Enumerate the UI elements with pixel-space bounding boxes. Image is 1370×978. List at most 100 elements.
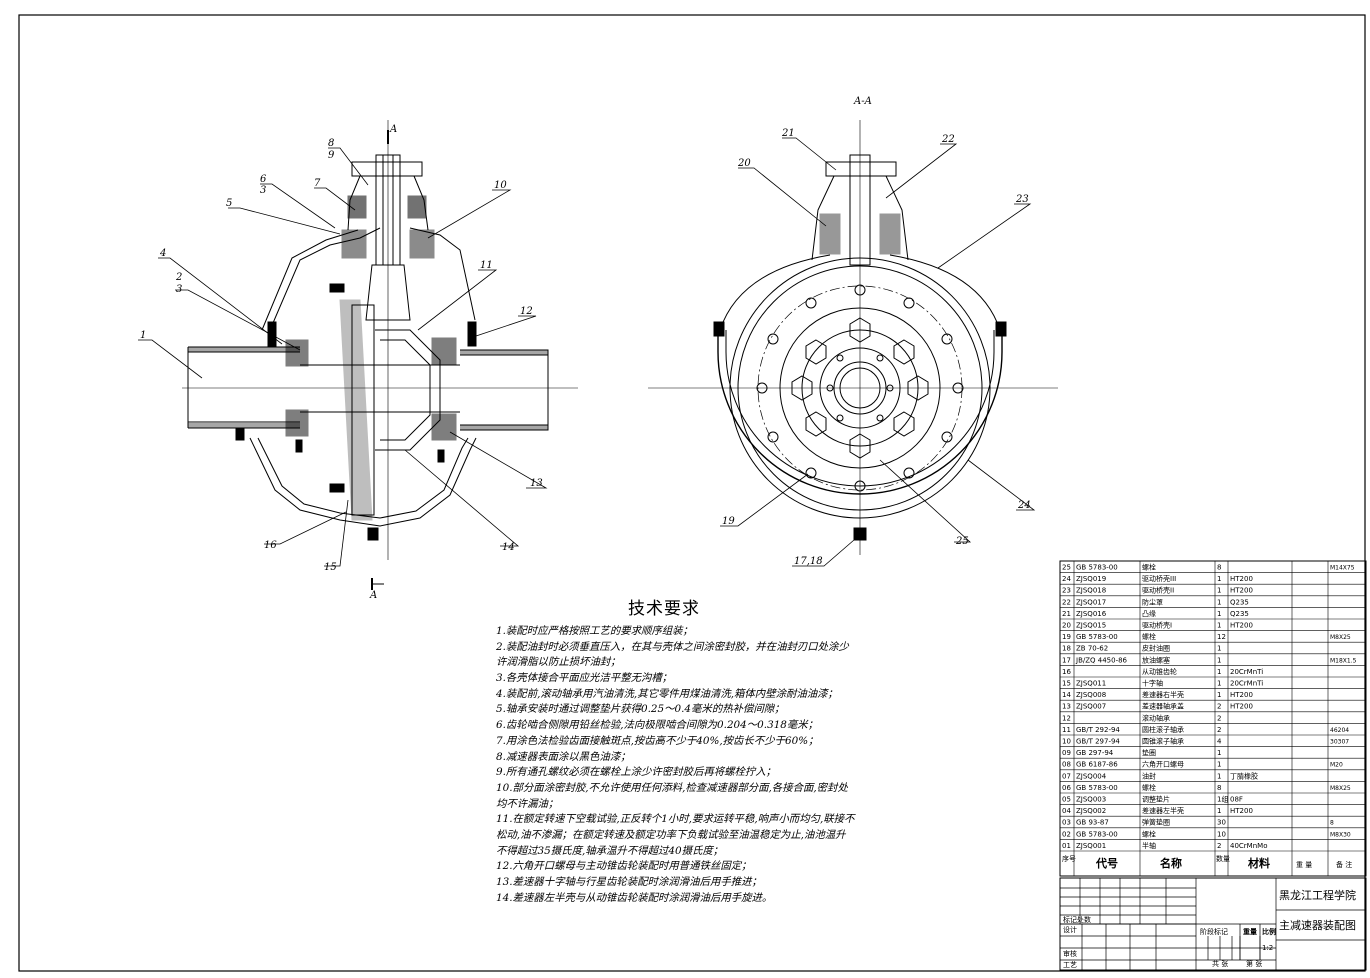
bom-code-cell: ZJSQ003 [1076, 796, 1106, 804]
bom-header-note: 备 注 [1336, 860, 1352, 869]
bom-qty-cell: 1 [1217, 656, 1221, 664]
bom-qty-cell: 1组 [1217, 795, 1228, 804]
bom-header-material: 材料 [1248, 856, 1270, 870]
title-block-text: 黑龙江工程学院 主减速器装配图 标记处数 设计 审核 工艺 阶段标记 重量 比例… [1063, 888, 1356, 969]
bom-header-code: 代号 [1095, 856, 1118, 870]
bom-no-cell: 22 [1062, 598, 1071, 606]
bom-name-cell: 螺栓 [1142, 829, 1156, 838]
bom-no-cell: 24 [1062, 575, 1071, 583]
callout-4: 4 [159, 248, 166, 259]
requirement-line: 5.轴承安装时通过调整垫片获得0.25～0.4毫米的热补偿间隙； [496, 703, 785, 716]
bom-code-cell: ZJSQ015 [1076, 622, 1106, 630]
section-label: A-A [853, 96, 872, 107]
bom-name-cell: 圆柱滚子轴承 [1142, 725, 1184, 734]
bom-qty-cell: 8 [1217, 784, 1221, 792]
bom-name-cell: 防尘罩 [1142, 597, 1163, 606]
bom-no-cell: 01 [1062, 842, 1071, 850]
bom-qty-cell: 1 [1217, 761, 1221, 769]
bom-no-cell: 23 [1062, 587, 1071, 595]
mark-label: 标记处数 [1063, 915, 1091, 924]
bom-qty-cell: 8 [1217, 564, 1221, 572]
bom-qty-cell: 30 [1217, 819, 1226, 827]
bom-no-cell: 08 [1062, 761, 1071, 769]
requirement-line: 14.差速器左半壳与从动锥齿轮装配时涂润滑油后用手旋进。 [496, 891, 773, 904]
bom-code-cell: ZJSQ019 [1076, 575, 1106, 583]
stage-mark-label: 阶段标记 [1200, 927, 1228, 936]
bom-qty-cell: 1 [1217, 610, 1221, 618]
bom-material-cell: 20CrMnTi [1230, 668, 1263, 676]
bom-code-cell: ZJSQ004 [1076, 772, 1107, 780]
bom-no-cell: 19 [1062, 633, 1071, 641]
bom-qty-cell: 1 [1217, 645, 1221, 653]
school-name: 黑龙江工程学院 [1279, 888, 1356, 902]
bom-name-cell: 差速器右半壳 [1142, 690, 1184, 699]
requirement-line: 不得超过35摄氏度,轴承温升不得超过40摄氏度； [496, 844, 724, 857]
bom-name-cell: 凸缘 [1142, 609, 1156, 618]
requirement-line: 7.用涂色法检验齿面接触斑点,按齿高不少于40%,按齿长不少于60%； [496, 734, 819, 747]
requirement-line: 12.六角开口螺母与主动锥齿轮装配时用普通铁丝固定； [496, 860, 752, 873]
bom-header-qty: 数量 [1216, 854, 1230, 863]
requirement-line: 6.齿轮啮合侧隙用铅丝检验,法向极限啮合间隙为0.204～0.318毫米； [496, 719, 819, 732]
left-section-view [182, 120, 578, 590]
callout-21: 21 [781, 128, 795, 139]
callout-7: 7 [314, 178, 321, 189]
bom-header-no: 序号 [1062, 854, 1076, 863]
callout-22: 22 [941, 134, 955, 145]
bom-material-cell: Q235 [1230, 598, 1249, 606]
bom-material-cell: 40CrMnMo [1230, 842, 1267, 850]
bom-name-cell: 调整垫片 [1142, 795, 1170, 804]
callout-1: 1 [140, 330, 146, 341]
bom-name-cell: 十字轴 [1142, 679, 1163, 688]
requirement-line: 9.所有通孔螺纹必须在螺栓上涂少许密封胶后再将螺栓拧入； [496, 766, 777, 779]
right-section-view [648, 120, 1058, 555]
bom-name-cell: 差速器左半壳 [1142, 806, 1184, 815]
bom-qty-cell: 1 [1217, 691, 1221, 699]
bom-material-cell: HT200 [1230, 703, 1253, 711]
callout-24: 24 [1017, 500, 1031, 511]
bom-code-cell: GB 6187-86 [1076, 761, 1118, 769]
bom-material-cell: HT200 [1230, 622, 1253, 630]
bom-no-cell: 12 [1062, 714, 1071, 722]
sheet-number: 第 张 [1246, 959, 1262, 968]
bom-qty-cell: 2 [1217, 703, 1221, 711]
bom-header-name: 名称 [1160, 856, 1182, 870]
design-label: 设计 [1063, 925, 1077, 934]
bom-material-cell: 08F [1230, 796, 1243, 804]
callout-12: 12 [520, 306, 533, 317]
bom-note-cell: 8 [1330, 820, 1334, 827]
bom-no-cell: 25 [1062, 564, 1071, 572]
callout-23: 23 [1015, 194, 1029, 205]
weight-label: 重量 [1243, 927, 1257, 936]
requirement-line: 8.减速器表面涂以黑色油漆； [496, 750, 631, 763]
callout-3a: 3 [260, 185, 266, 196]
scale-label: 比例 [1262, 927, 1276, 936]
bom-no-cell: 15 [1062, 680, 1071, 688]
requirement-line: 10.部分面涂密封胶,不允许使用任何添料,检查减速器部分面,各接合面,密封处 [496, 781, 848, 794]
bom-material-cell: HT200 [1230, 807, 1253, 815]
bom-name-cell: 驱动桥壳III [1142, 574, 1176, 583]
bom-qty-cell: 4 [1217, 738, 1222, 746]
callout-8: 8 [328, 138, 334, 149]
bom-name-cell: 六角开口螺母 [1142, 760, 1184, 769]
bom-note-cell: M18X1.5 [1330, 657, 1357, 664]
requirement-line: 2.装配油封时必须垂直压入，在其与壳体之间涂密封胶，并在油封刃口处涂少 [496, 640, 849, 653]
cut-letter-bottom: A [369, 590, 377, 601]
sheets-total: 共 张 [1212, 959, 1228, 968]
bom-qty-cell: 12 [1217, 633, 1226, 641]
bom-no-cell: 02 [1062, 830, 1071, 838]
bom-qty-cell: 10 [1217, 830, 1226, 838]
callout-11: 11 [480, 260, 493, 271]
bom-no-cell: 21 [1062, 610, 1071, 618]
callout-13: 13 [530, 478, 543, 489]
bom-no-cell: 07 [1062, 772, 1071, 780]
callout-15: 15 [324, 562, 337, 573]
left-view-callouts: 8 9 6 3 7 5 10 4 2 3 1 11 12 13 14 15 16… [140, 124, 543, 601]
bom-code-cell: ZJSQ017 [1076, 598, 1106, 606]
bom-code-cell: GB/T 297-94 [1076, 738, 1120, 746]
bom-name-cell: 放油螺塞 [1142, 655, 1170, 664]
bom-qty-cell: 2 [1217, 726, 1221, 734]
bom-material-cell: HT200 [1230, 587, 1253, 595]
title-block [1059, 877, 1367, 971]
bom-code-cell: ZJSQ016 [1076, 610, 1107, 618]
